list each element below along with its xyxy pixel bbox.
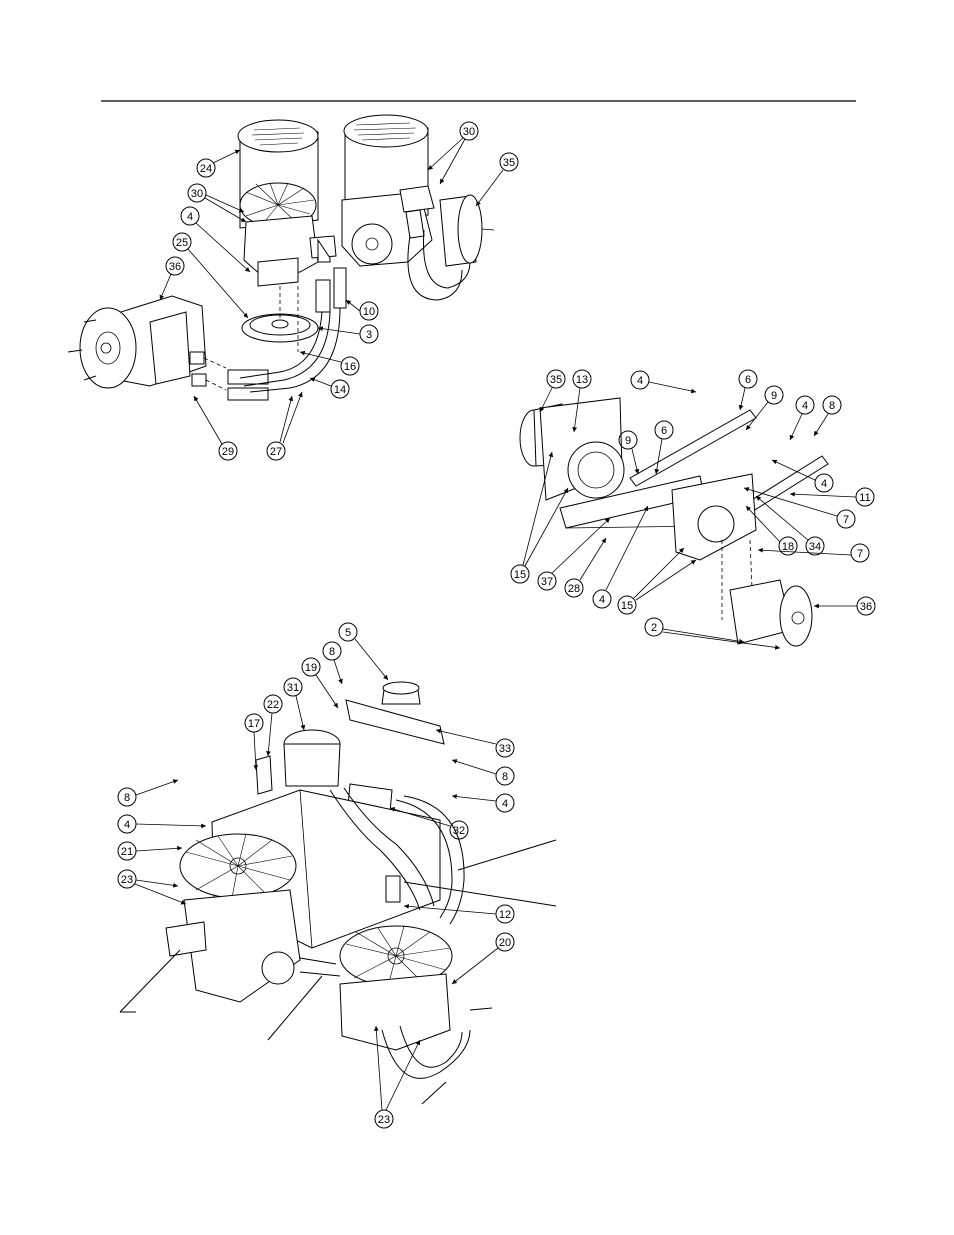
- svg-text:32: 32: [453, 825, 465, 837]
- callout-19: 19: [302, 658, 338, 708]
- svg-text:8: 8: [329, 646, 335, 658]
- svg-text:4: 4: [821, 478, 827, 490]
- callout-22: 22: [264, 695, 282, 756]
- svg-text:2: 2: [651, 622, 657, 634]
- svg-text:7: 7: [843, 514, 849, 526]
- svg-text:20: 20: [499, 937, 511, 949]
- callout-12: 12: [404, 905, 514, 923]
- callout-14: 14: [310, 378, 349, 398]
- callout-5: 5: [339, 623, 388, 680]
- callout-8: 8: [814, 396, 841, 436]
- svg-text:27: 27: [270, 446, 282, 458]
- callout-9-top: 9: [746, 386, 783, 430]
- callout-6-top: 6: [739, 370, 757, 410]
- svg-text:8: 8: [124, 792, 130, 804]
- svg-text:30: 30: [463, 126, 475, 138]
- svg-text:4: 4: [637, 375, 643, 387]
- svg-text:31: 31: [287, 682, 299, 694]
- svg-text:4: 4: [187, 211, 193, 223]
- callout-36: 36: [160, 257, 184, 300]
- svg-text:16: 16: [344, 361, 356, 373]
- svg-text:23: 23: [121, 874, 133, 886]
- svg-text:36: 36: [860, 601, 872, 613]
- callout-10: 10: [346, 300, 378, 320]
- callout-4-top: 4: [631, 371, 696, 392]
- left-transaxle-drawing: [228, 120, 346, 400]
- svg-text:34: 34: [809, 541, 821, 553]
- svg-text:9: 9: [771, 390, 777, 402]
- callout-16: 16: [300, 352, 359, 375]
- right-view: 35 13 4 6 9: [511, 370, 875, 648]
- callout-11: 11: [790, 488, 874, 506]
- svg-text:21: 21: [121, 846, 133, 858]
- right-transaxle-drawing: [342, 115, 494, 300]
- svg-text:4: 4: [502, 798, 508, 810]
- svg-text:30: 30: [191, 188, 203, 200]
- svg-text:14: 14: [334, 384, 346, 396]
- callout-21: 21: [118, 842, 182, 860]
- svg-text:12: 12: [499, 909, 511, 921]
- callout-8-right: 8: [452, 760, 514, 785]
- svg-text:24: 24: [200, 163, 212, 175]
- callout-33: 33: [436, 730, 514, 757]
- callout-27: 27: [267, 392, 302, 460]
- svg-text:4: 4: [124, 819, 130, 831]
- callout-29: 29: [194, 396, 237, 460]
- callout-4-left: 4: [118, 815, 206, 833]
- callout-24: 24: [197, 150, 240, 177]
- callout-8-top: 8: [323, 642, 342, 684]
- callout-31: 31: [284, 678, 304, 730]
- svg-text:19: 19: [305, 662, 317, 674]
- svg-text:22: 22: [267, 699, 279, 711]
- callout-20: 20: [452, 933, 514, 984]
- svg-text:6: 6: [745, 374, 751, 386]
- svg-text:36: 36: [169, 261, 181, 273]
- svg-text:25: 25: [176, 237, 188, 249]
- svg-text:9: 9: [625, 435, 631, 447]
- callout-35: 35: [476, 153, 518, 206]
- callout-30-left: 30: [188, 184, 246, 222]
- callout-15-bottom: 15: [618, 548, 696, 614]
- frame-assembly-drawing: [520, 398, 828, 646]
- lower-assembly-drawing: [166, 682, 470, 1078]
- svg-text:35: 35: [503, 157, 515, 169]
- callout-8-left: 8: [118, 780, 178, 806]
- callout-30-upper-right: 30: [428, 122, 478, 184]
- upper-left-view: 24 30 30 35 4: [68, 115, 518, 460]
- svg-text:5: 5: [345, 627, 351, 639]
- callout-23-left: 23: [118, 870, 186, 904]
- svg-text:3: 3: [366, 329, 372, 341]
- svg-text:4: 4: [599, 594, 605, 606]
- svg-text:11: 11: [859, 492, 870, 504]
- lower-view: 5 8 19 31 22: [118, 623, 556, 1128]
- svg-text:15: 15: [621, 600, 633, 612]
- svg-text:15: 15: [514, 569, 526, 581]
- svg-text:17: 17: [248, 718, 260, 730]
- svg-text:6: 6: [661, 425, 667, 437]
- svg-text:4: 4: [802, 400, 808, 412]
- svg-text:8: 8: [829, 400, 835, 412]
- svg-text:10: 10: [363, 306, 375, 318]
- callout-4-right-top: 4: [790, 396, 814, 440]
- svg-text:35: 35: [550, 374, 562, 386]
- svg-text:23: 23: [378, 1114, 390, 1126]
- callout-4-right: 4: [452, 794, 514, 812]
- left-wheel-motor-drawing: [68, 296, 226, 390]
- svg-text:8: 8: [502, 771, 508, 783]
- callout-36-right: 36: [814, 597, 875, 615]
- svg-text:37: 37: [541, 576, 553, 588]
- svg-text:28: 28: [568, 583, 580, 595]
- svg-text:7: 7: [857, 548, 863, 560]
- svg-text:33: 33: [499, 743, 511, 755]
- svg-text:13: 13: [576, 374, 588, 386]
- callout-28: 28: [565, 538, 606, 597]
- svg-text:29: 29: [222, 446, 234, 458]
